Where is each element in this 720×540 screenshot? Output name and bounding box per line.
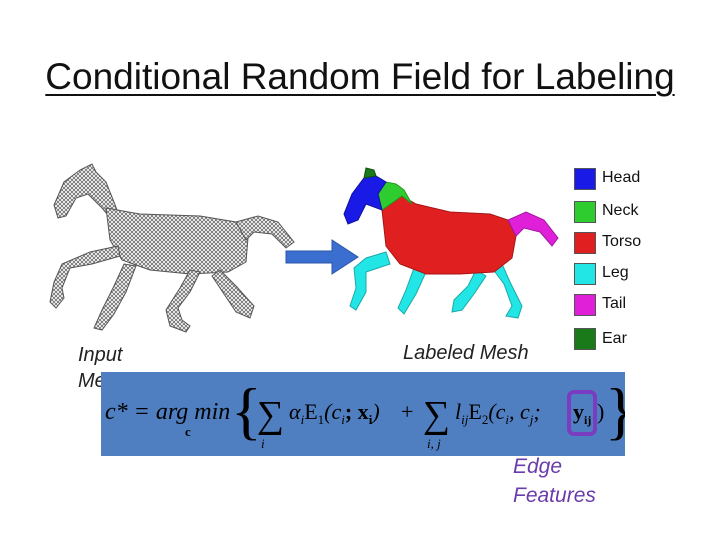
edge-features-caption-line2: Features xyxy=(513,484,596,507)
legend-label-torso: Torso xyxy=(602,233,642,250)
right-brace-icon: } xyxy=(605,375,625,446)
term2-close: ) xyxy=(597,399,604,424)
term1-alpha: α xyxy=(289,399,301,424)
term1-sum-index: i xyxy=(261,436,265,451)
term2-coef: l xyxy=(455,399,461,424)
legend-label-ear: Ear xyxy=(602,330,627,347)
tail-color-swatch xyxy=(574,294,596,316)
formula-svg: c* = arg min c { ∑ i αiE1(ci; xi) + ∑ i,… xyxy=(105,375,625,451)
crf-energy-formula: c* = arg min c { ∑ i αiE1(ci; xi) + ∑ i,… xyxy=(101,372,625,456)
edge-feature-highlight xyxy=(567,390,597,436)
edge-features-caption: Edge Features xyxy=(513,452,596,510)
input-mesh-caption-line1: Input xyxy=(78,344,123,366)
left-brace-icon: { xyxy=(231,375,262,446)
legend-label-leg: Leg xyxy=(602,264,629,281)
leg-color-swatch xyxy=(574,263,596,285)
svg-text:αiE1(ci; xi): αiE1(ci; xi) xyxy=(289,399,380,427)
transform-arrow-icon xyxy=(285,239,359,275)
legend-label-head: Head xyxy=(602,169,641,186)
ear-color-swatch xyxy=(574,328,596,350)
neck-color-swatch xyxy=(574,201,596,223)
labeled-mesh-horse xyxy=(343,167,559,319)
edge-features-caption-line1: Edge xyxy=(513,455,563,478)
head-color-swatch xyxy=(574,168,596,190)
svg-text:lijE2(ci, cj;: lijE2(ci, cj; xyxy=(455,399,541,427)
slide-title: Conditional Random Field for Labeling xyxy=(45,56,675,97)
labeled-mesh-caption: Labeled Mesh xyxy=(403,342,529,364)
formula-lhs: c* = arg min xyxy=(105,399,230,425)
formula-argmin-sub: c xyxy=(185,424,191,439)
sum-symbol-icon: ∑ xyxy=(257,394,284,436)
edge-feature-y: y xyxy=(573,399,584,424)
legend-label-neck: Neck xyxy=(602,202,639,219)
torso-color-swatch xyxy=(574,232,596,254)
svg-text:yij: yij xyxy=(573,399,591,427)
legend-label-tail: Tail xyxy=(602,295,627,312)
term2-sum-index: i, j xyxy=(427,436,441,451)
formula-plus: + xyxy=(401,399,413,424)
sum-symbol-2-icon: ∑ xyxy=(423,394,450,436)
input-mesh-horse xyxy=(49,163,295,333)
